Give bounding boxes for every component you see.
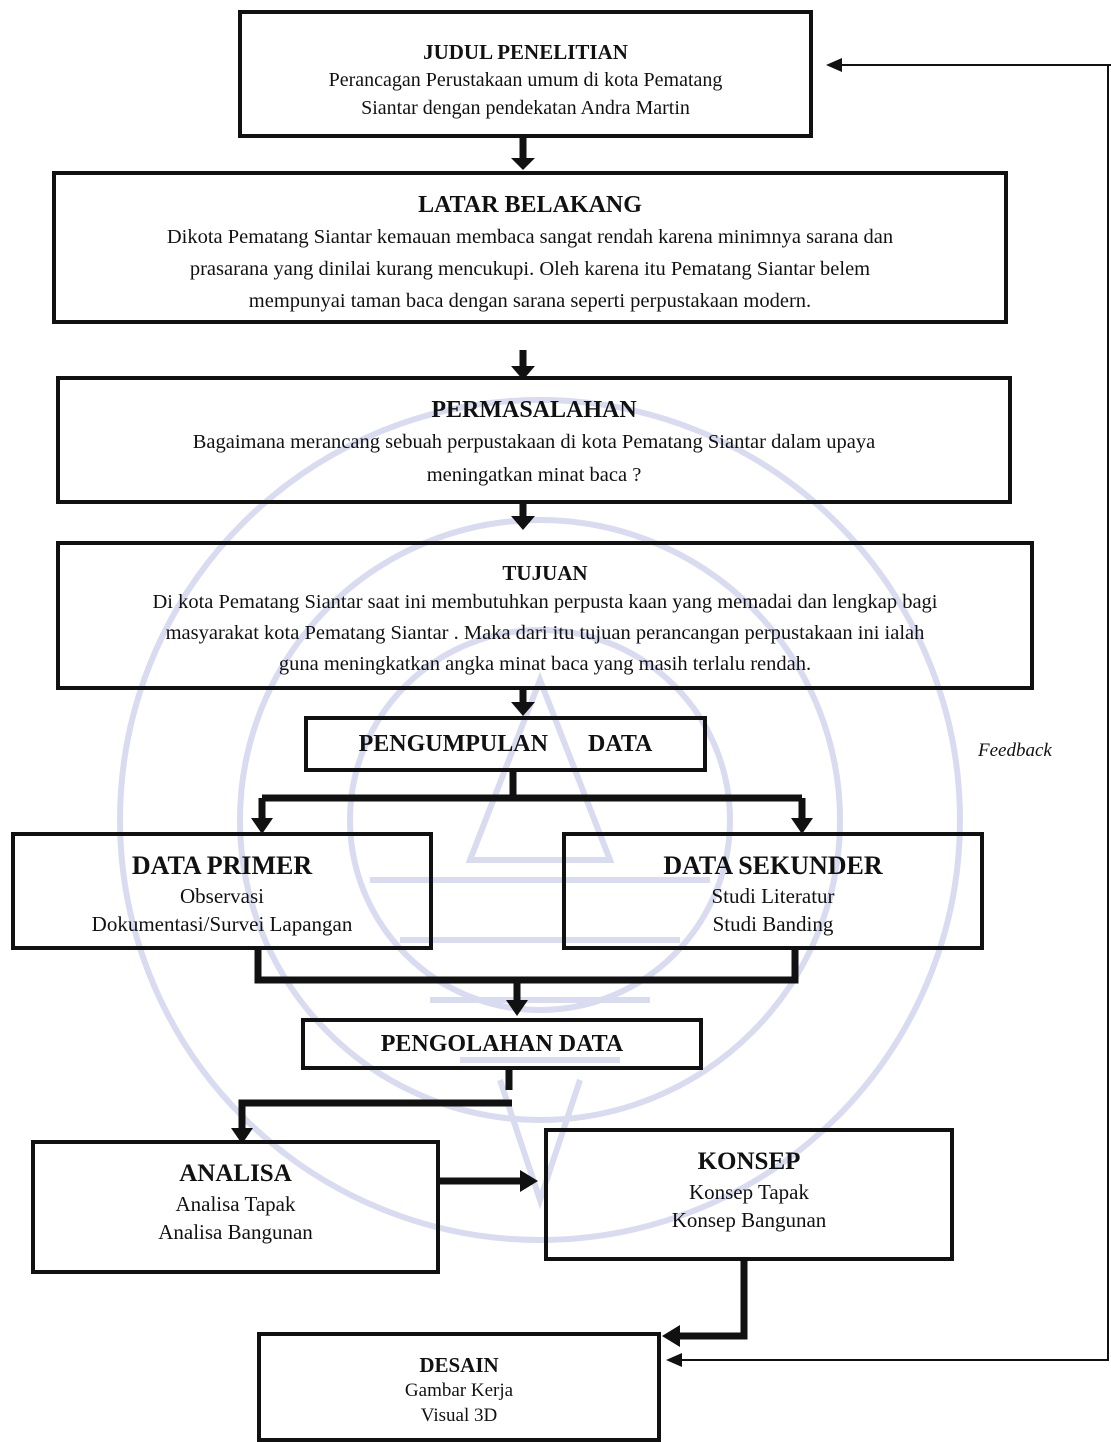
latar-title: LATAR BELAKANG [418,192,642,218]
box-pengolahan-data: PENGOLAHAN DATA [301,1018,703,1070]
pengolahan-title: PENGOLAHAN DATA [380,1030,624,1057]
box-latar-belakang: LATAR BELAKANG Dikota Pematang Siantar k… [52,171,1008,324]
pengumpulan-word-1: PENGUMPULAN [358,730,548,757]
primer-line-1: Observasi [180,884,264,908]
pengumpulan-word-2: DATA [587,730,653,757]
permasalahan-title: PERMASALAHAN [431,397,637,423]
permasalahan-line-2: meningatkan minat baca ? [426,464,642,486]
box-tujuan: TUJUAN Di kota Pematang Siantar saat ini… [56,541,1034,690]
box-permasalahan: PERMASALAHAN Bagaimana merancang sebuah … [56,376,1012,504]
desain-line-2: Visual 3D [420,1405,498,1426]
box-desain: DESAIN Gambar Kerja Visual 3D [257,1332,661,1442]
judul-line-1: Perancagan Perustakaan umum di kota Pema… [328,69,723,91]
analisa-line-1: Analisa Tapak [175,1192,296,1216]
konsep-title: KONSEP [697,1148,801,1175]
latar-line-1: Dikota Pematang Siantar kemauan membaca … [166,226,894,248]
box-analisa: ANALISA Analisa Tapak Analisa Bangunan [31,1140,440,1274]
tujuan-line-1: Di kota Pematang Siantar saat ini membut… [152,591,938,613]
connector-pengolahan-analisa [238,1070,513,1128]
analisa-line-2: Analisa Bangunan [158,1220,313,1244]
connector-konsep-desain [680,1261,748,1340]
sekunder-line-2: Studi Banding [712,912,834,936]
box-judul-penelitian: JUDUL PENELITIAN Perancagan Perustakaan … [238,10,813,138]
box-konsep: KONSEP Konsep Tapak Konsep Bangunan [544,1128,954,1261]
box-data-sekunder: DATA SEKUNDER Studi Literatur Studi Band… [562,832,984,950]
judul-line-2: Siantar dengan pendekatan Andra Martin [361,97,690,119]
konsep-line-2: Konsep Bangunan [671,1208,827,1232]
connector-data-merge [254,950,799,1000]
primer-line-2: Dokumentasi/Survei Lapangan [91,912,353,936]
feedback-loop-line [680,64,1111,1361]
sekunder-line-1: Studi Literatur [711,884,835,908]
primer-title: DATA PRIMER [131,851,313,880]
konsep-line-1: Konsep Tapak [688,1180,810,1204]
tujuan-line-2: masyarakat kota Pematang Siantar . Maka … [165,622,925,644]
analisa-title: ANALISA [179,1160,292,1187]
permasalahan-line-1: Bagaimana merancang sebuah perpustakaan … [192,431,876,453]
sekunder-title: DATA SEKUNDER [663,851,883,880]
box-pengumpulan-data: PENGUMPULAN DATA [304,716,707,772]
latar-line-2: prasarana yang dinilai kurang mencukupi.… [189,258,871,280]
box-data-primer: DATA PRIMER Observasi Dokumentasi/Survei… [11,832,433,950]
connector-pengumpulan-split [258,772,806,818]
feedback-label: Feedback [978,740,1052,761]
desain-title: DESAIN [419,1353,499,1377]
desain-line-1: Gambar Kerja [404,1380,514,1401]
latar-line-3: mempunyai taman baca dengan sarana seper… [248,290,812,312]
tujuan-title: TUJUAN [502,561,588,585]
judul-title: JUDUL PENELITIAN [423,40,628,64]
tujuan-line-3: guna meningkatkan angka minat baca yang … [278,653,812,675]
